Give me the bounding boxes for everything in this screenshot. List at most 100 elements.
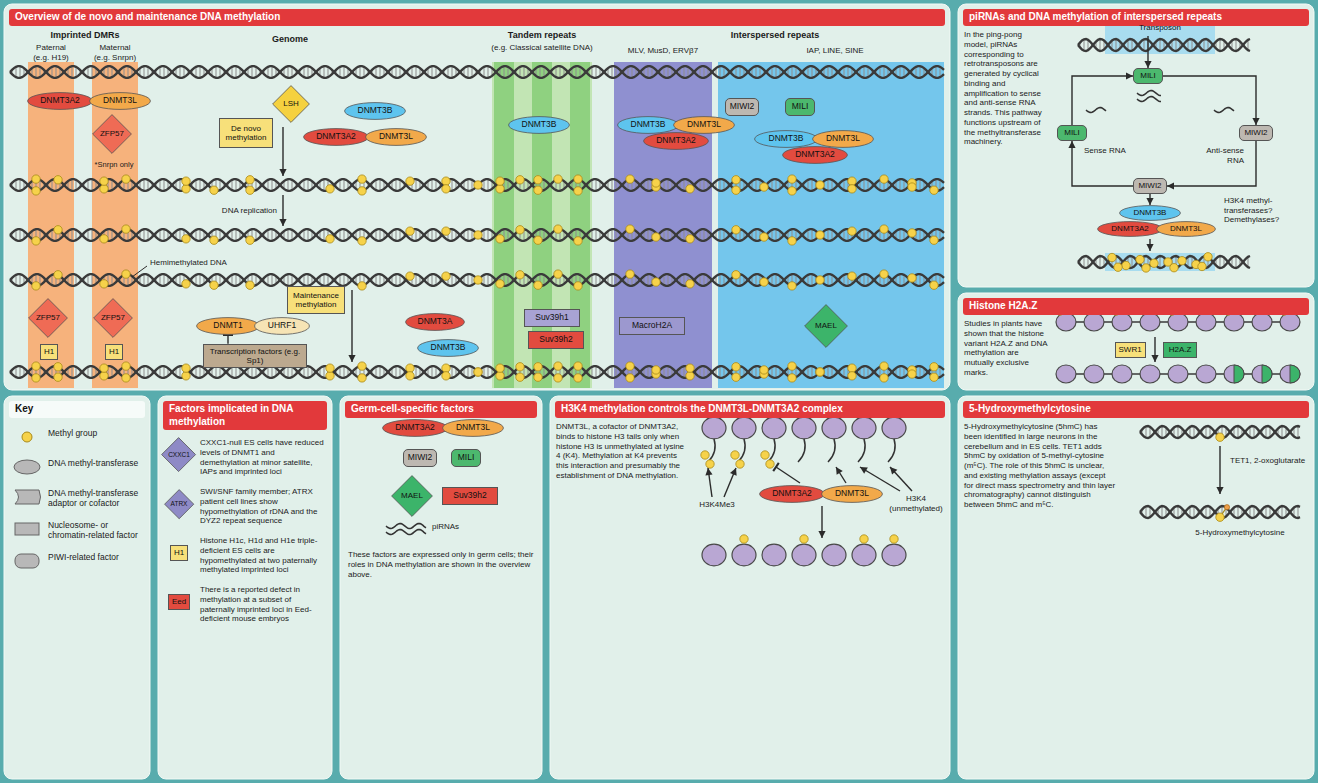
arrow-head	[1167, 182, 1174, 189]
panel-ground	[958, 396, 1314, 779]
methyl-group	[358, 237, 366, 245]
methyl-group	[731, 451, 739, 459]
factor-description: Histone H1c, H1d and H1e triple-deficien…	[200, 536, 326, 575]
methyl-group	[496, 372, 504, 380]
methyl-group	[686, 185, 694, 193]
nucleosome	[1168, 365, 1188, 383]
methyl-group	[100, 372, 108, 380]
methyl-group	[732, 363, 740, 371]
methyl-group	[358, 362, 366, 370]
dna-strand	[1078, 256, 1250, 268]
methyl-group	[1216, 513, 1224, 521]
connector-line	[1149, 194, 1150, 205]
methyl-group	[554, 374, 562, 382]
factor-shape: H1	[105, 344, 123, 360]
factor-label: DNMT3L	[687, 120, 721, 130]
base-pairs	[12, 179, 940, 191]
label: Imprinted DMRs	[30, 30, 140, 41]
connector-line	[1072, 76, 1133, 125]
label: H3K4 (unmethylated)	[886, 494, 946, 513]
nucleosome	[792, 417, 816, 439]
factor-shape: ATRX	[164, 489, 194, 519]
methyl-group	[890, 535, 898, 543]
label: IAP, LINE, SINE	[780, 46, 890, 56]
swatch-shape	[15, 490, 41, 504]
methyl-group	[442, 372, 450, 380]
ellipse-shape	[443, 420, 504, 437]
methyl-group	[1192, 260, 1200, 268]
methyl-group	[406, 364, 414, 372]
rna-strand	[386, 530, 426, 535]
diamond-shape	[805, 305, 848, 348]
ellipse-shape	[255, 318, 310, 335]
methyl-group	[740, 535, 748, 543]
legend-swatch	[12, 552, 42, 570]
factor-shape: DNMT3B	[754, 130, 818, 148]
nucleosome	[1140, 365, 1160, 383]
methyl-group	[686, 280, 694, 288]
arrow-line	[1149, 239, 1150, 251]
nucleosome	[792, 544, 816, 566]
methyl-group	[908, 183, 916, 191]
methyl-group	[210, 236, 218, 244]
factor-label: DNMT3B	[431, 343, 466, 353]
diamond-shape	[29, 299, 68, 338]
methyl-group	[848, 272, 856, 280]
factor-label: Suv39h1	[535, 313, 569, 323]
nucleosome	[1168, 313, 1188, 331]
label: Anti-sense RNA	[1192, 146, 1244, 165]
factor-shape: DNMT3L	[673, 116, 735, 134]
panel-body: In the ping-pong model, piRNAs correspon…	[964, 30, 1042, 147]
rna-strand	[386, 524, 426, 529]
methyl-group	[554, 362, 562, 370]
connector-line	[1163, 76, 1256, 125]
factor-label: DNMT3L	[379, 132, 413, 142]
h2az-variant	[1290, 365, 1300, 383]
panel-ground	[958, 4, 1314, 287]
methyl-group	[788, 187, 796, 195]
methyl-group	[1198, 262, 1206, 270]
factor-label: DNMT3L	[103, 96, 137, 106]
methyl-group	[1108, 253, 1116, 261]
dna-strand	[10, 366, 944, 378]
factor-shape: MIWI2	[1239, 125, 1273, 141]
methyl-group	[816, 368, 824, 376]
label: (e.g. Snrpn)	[78, 53, 152, 63]
methyl-group	[516, 373, 524, 381]
panel-title: H3K4 methylation controls the DNMT3L-DNM…	[555, 401, 945, 418]
panel: Germ-cell-specific factorsThese factors …	[340, 396, 542, 779]
legend-text: DNA methyl-transferase adaptor or cofact…	[48, 488, 144, 508]
methyl-group	[534, 186, 542, 194]
methyl-group	[574, 237, 582, 245]
nucleosome	[882, 544, 906, 566]
factor-shape: DNMT3B	[1119, 205, 1181, 221]
nucleosome	[1056, 365, 1076, 383]
histone-tail	[768, 439, 775, 462]
methyl-group	[210, 281, 218, 289]
base-pairs	[12, 274, 940, 286]
methyl-group	[32, 374, 40, 382]
panel: 5-Hydroxymethylcytosine5-Hydroxymethylcy…	[958, 396, 1314, 779]
connector	[1167, 141, 1256, 190]
methyl-group	[908, 366, 916, 374]
methyl-group	[534, 281, 542, 289]
dna-strand	[10, 179, 944, 191]
arrow-line	[708, 468, 712, 497]
methyl-group	[122, 362, 130, 370]
methyl-group	[652, 233, 660, 241]
panel: Histone H2A.ZStudies in plants have show…	[958, 293, 1314, 390]
factor-label: MIWI2	[408, 453, 433, 463]
methyl-group	[930, 373, 938, 381]
arrow-head	[1068, 141, 1075, 148]
base-pairs	[1142, 426, 1298, 438]
methyl-group	[516, 226, 524, 234]
methyl-group	[880, 362, 888, 370]
arrow-head	[860, 467, 868, 474]
label: (e.g. Classical satellite DNA)	[466, 43, 618, 53]
factor-shape: ZFP57	[93, 298, 133, 338]
methyl-group	[246, 281, 254, 289]
factor-shape: DNMT3B	[508, 116, 570, 134]
connector	[223, 335, 233, 344]
factor-label: Maintenance methylation	[291, 291, 341, 309]
nucleosome	[852, 544, 876, 566]
